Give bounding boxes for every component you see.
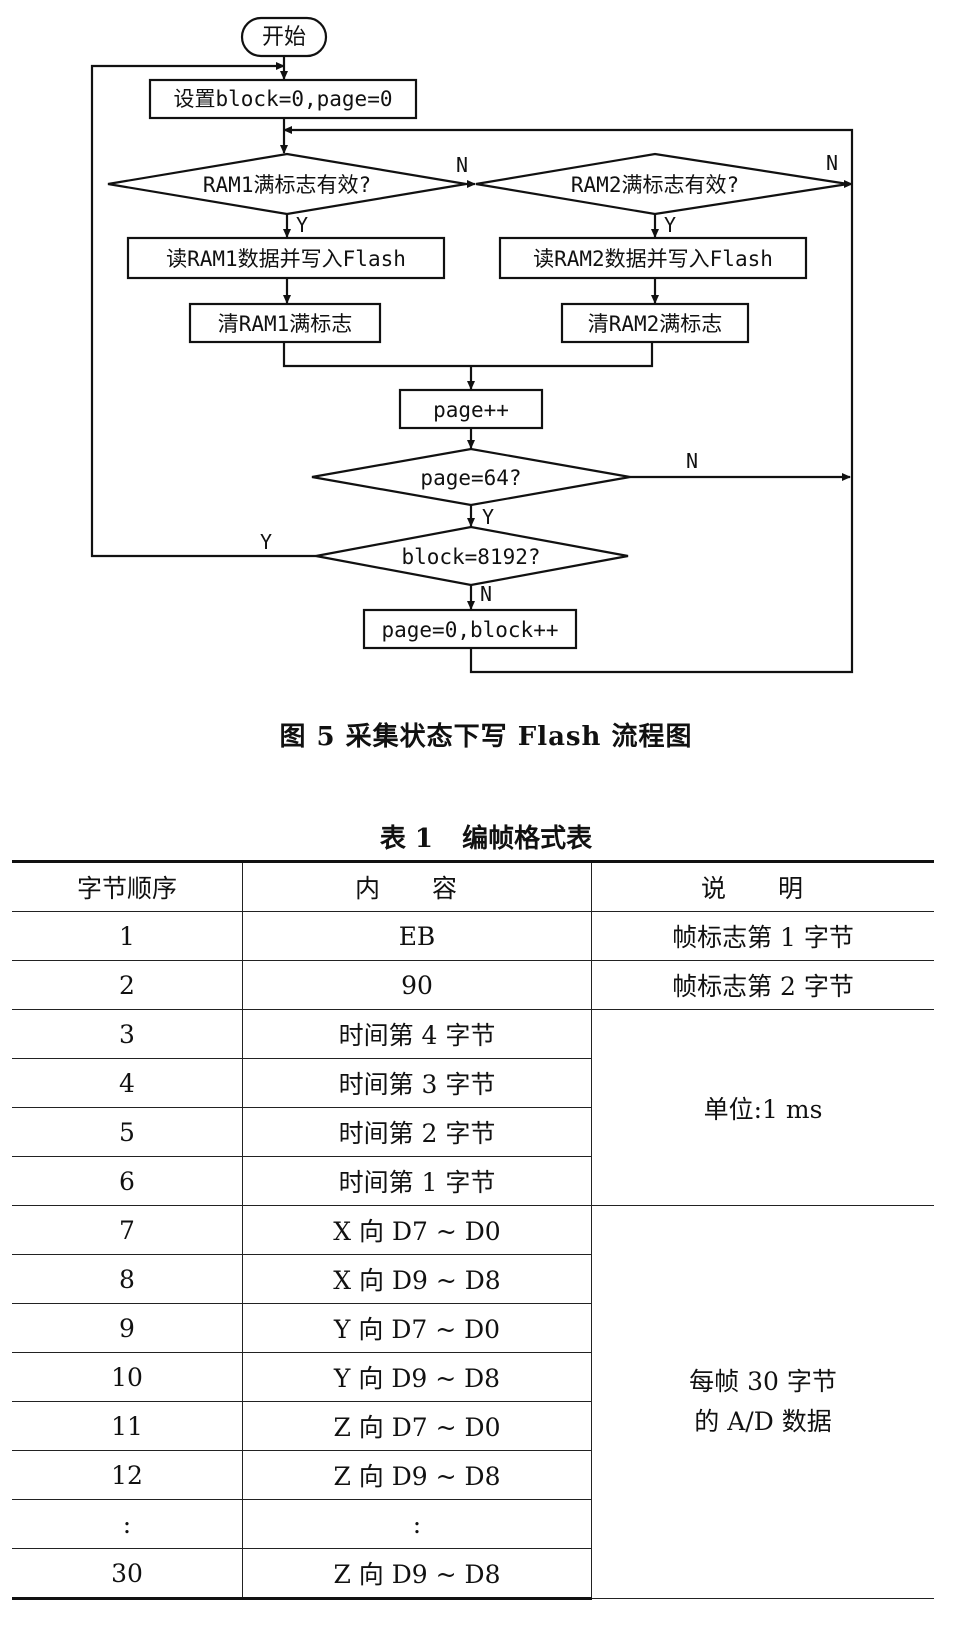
cell-content: Z 向 D9 ~ D8 bbox=[242, 1450, 592, 1500]
cell-content: 时间第 3 字节 bbox=[242, 1058, 592, 1108]
cell-note-ad: 每帧 30 字节 的 A/D 数据 bbox=[591, 1205, 934, 1599]
ram2-no-label: N bbox=[826, 151, 838, 175]
table-row: 2 90 帧标志第 2 字节 bbox=[12, 960, 934, 1010]
read-ram2-box bbox=[498, 236, 808, 280]
frame-format-table: 字节顺序 内 容 说 明 1 EB 帧标志第 1 字节 2 90 帧标志第 2 … bbox=[12, 860, 934, 1600]
cell-content: Z 向 D9 ~ D8 bbox=[242, 1548, 592, 1600]
block-yes-label: Y bbox=[260, 530, 272, 554]
table-row: 1 EB 帧标志第 1 字节 bbox=[12, 911, 934, 961]
cell-seq: 2 bbox=[12, 960, 243, 1010]
cell-note: 帧标志第 2 字节 bbox=[591, 960, 934, 1010]
cell-content: EB bbox=[242, 911, 592, 961]
cell-content: Z 向 D7 ~ D0 bbox=[242, 1401, 592, 1451]
cell-content: : bbox=[242, 1499, 592, 1549]
header-seq: 字节顺序 bbox=[12, 860, 243, 912]
cell-seq: : bbox=[12, 1499, 243, 1549]
cell-content: Y 向 D7 ~ D0 bbox=[242, 1303, 592, 1353]
cell-content: 90 bbox=[242, 960, 592, 1010]
table-title: 编帧格式表 bbox=[462, 824, 593, 854]
header-content: 内 容 bbox=[242, 860, 592, 912]
read-ram2-label: 读RAM2数据并写入Flash bbox=[533, 247, 773, 271]
cell-seq: 11 bbox=[12, 1401, 243, 1451]
table-row: 4 时间第 3 字节 bbox=[12, 1058, 934, 1108]
ram1-decision-label: RAM1满标志有效? bbox=[203, 173, 371, 197]
ram1-yes-label: Y bbox=[296, 213, 308, 237]
cell-seq: 6 bbox=[12, 1156, 243, 1206]
read-ram1-label: 读RAM1数据并写入Flash bbox=[166, 247, 406, 271]
cell-seq: 7 bbox=[12, 1205, 243, 1255]
page-decision-label: page=64? bbox=[420, 466, 521, 490]
table-row: 9 Y 向 D7 ~ D0 bbox=[12, 1303, 934, 1353]
page-no-label: N bbox=[686, 449, 698, 473]
cell-seq: 12 bbox=[12, 1450, 243, 1500]
table-row: 11 Z 向 D7 ~ D0 bbox=[12, 1401, 934, 1451]
note-ad-line2: 的 A/D 数据 bbox=[694, 1407, 832, 1436]
table-row: 5 时间第 2 字节 bbox=[12, 1107, 934, 1157]
cell-seq: 10 bbox=[12, 1352, 243, 1402]
table-row: 3 时间第 4 字节 单位:1 ms bbox=[12, 1009, 934, 1206]
reset-label: page=0,block++ bbox=[381, 618, 558, 642]
cell-content: X 向 D9 ~ D8 bbox=[242, 1254, 592, 1304]
block-no-label: N bbox=[480, 582, 492, 606]
cell-seq: 9 bbox=[12, 1303, 243, 1353]
start-label: 开始 bbox=[262, 25, 306, 50]
table-caption: 表 1 编帧格式表 bbox=[0, 818, 972, 855]
cell-note-time: 单位:1 ms bbox=[591, 1009, 934, 1206]
block-decision-label: block=8192? bbox=[401, 545, 540, 569]
cell-content: 时间第 2 字节 bbox=[242, 1107, 592, 1157]
cell-seq: 3 bbox=[12, 1009, 243, 1059]
table-row: 10 Y 向 D9 ~ D8 bbox=[12, 1352, 934, 1402]
cell-seq: 8 bbox=[12, 1254, 243, 1304]
header-note: 说 明 bbox=[591, 860, 934, 912]
page-yes-label: Y bbox=[482, 505, 494, 529]
cell-content: X 向 D7 ~ D0 bbox=[242, 1205, 592, 1255]
cell-seq: 5 bbox=[12, 1107, 243, 1157]
table-number: 表 1 bbox=[379, 824, 434, 854]
ram2-yes-label: Y bbox=[664, 213, 676, 237]
cell-content: 时间第 1 字节 bbox=[242, 1156, 592, 1206]
figure-caption: 图 5 采集状态下写 Flash 流程图 bbox=[279, 722, 693, 752]
ram1-no-label: N bbox=[456, 153, 468, 177]
table-row: 8 X 向 D9 ~ D8 bbox=[12, 1254, 934, 1304]
table-header-row: 字节顺序 内 容 说 明 bbox=[12, 860, 934, 912]
init-label: 设置block=0,page=0 bbox=[173, 87, 392, 111]
block-decision bbox=[315, 525, 629, 587]
clear-ram2-box bbox=[560, 302, 750, 344]
cell-content: Y 向 D9 ~ D8 bbox=[242, 1352, 592, 1402]
cell-content: 时间第 4 字节 bbox=[242, 1009, 592, 1059]
cell-seq: 30 bbox=[12, 1548, 243, 1600]
flowchart: 开始 设置block=0,page=0 RAM1满标志有效? RAM2满标志有效… bbox=[90, 16, 854, 674]
cell-seq: 1 bbox=[12, 911, 243, 961]
note-ad-line1: 每帧 30 字节 bbox=[689, 1367, 837, 1396]
cell-seq: 4 bbox=[12, 1058, 243, 1108]
ram2-decision-label: RAM2满标志有效? bbox=[571, 173, 739, 197]
table-row: 30 Z 向 D9 ~ D8 bbox=[12, 1548, 934, 1600]
clear-ram1-label: 清RAM1满标志 bbox=[218, 312, 353, 336]
page-inc-label: page++ bbox=[433, 398, 509, 422]
table-row: 7 X 向 D7 ~ D0 每帧 30 字节 的 A/D 数据 bbox=[12, 1205, 934, 1599]
cell-note: 帧标志第 1 字节 bbox=[591, 911, 934, 961]
clear-ram2-label: 清RAM2满标志 bbox=[588, 312, 723, 336]
